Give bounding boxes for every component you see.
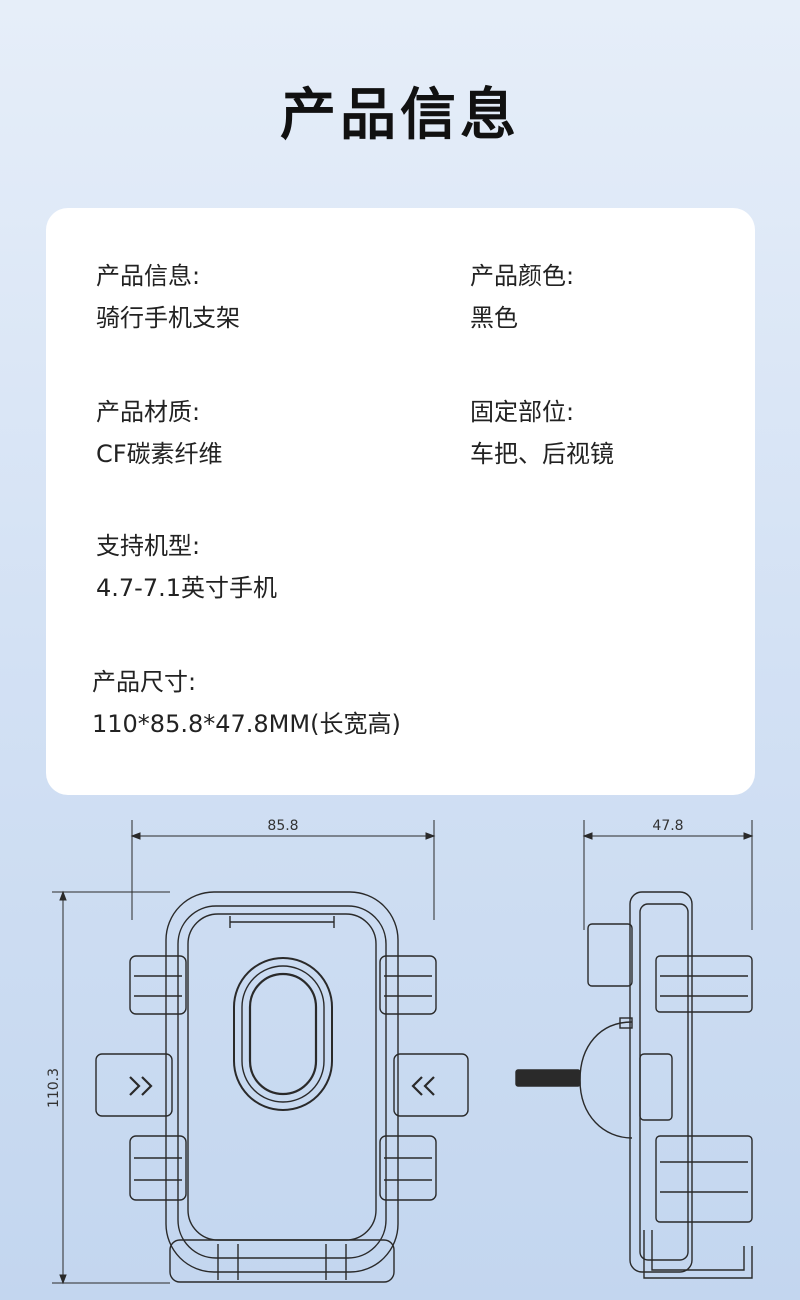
spec-phones-label: 支持机型: [96,532,201,560]
spec-phones: 支持机型: 4.7-7.1英寸手机 [96,530,277,604]
technical-drawings: 85.8 47.8 110.3 [0,800,800,1300]
front-height-dimension [52,890,170,1285]
spec-name: 产品信息: 骑行手机支架 [96,260,240,334]
spec-material-value: CF碳素纤维 [96,440,223,468]
front-width-dimension [130,820,436,920]
screw-icon [515,1069,581,1087]
front-height-label: 110.3 [46,1068,62,1108]
spec-material: 产品材质: CF碳素纤维 [96,396,223,470]
spec-size-value: 110*85.8*47.8MM(长宽高) [92,710,401,738]
page-title: 产品信息 [280,83,520,148]
spec-mount-label: 固定部位: [470,398,575,426]
spec-card: 产品信息: 骑行手机支架 产品颜色: 黑色 产品材质: CF碳素纤维 固定部位:… [46,208,755,795]
spec-color: 产品颜色: 黑色 [470,260,574,334]
chevron-right-icon [129,1076,153,1096]
spec-name-value: 骑行手机支架 [96,304,240,332]
drawing-canvas: 85.8 47.8 110.3 [46,818,754,1285]
spec-color-label: 产品颜色: [470,262,575,290]
spec-color-value: 黑色 [470,304,518,332]
spec-material-label: 产品材质: [96,398,201,426]
side-view [515,891,753,1279]
chevron-left-icon [411,1076,435,1096]
front-view [95,891,469,1283]
spec-size: 产品尺寸: 110*85.8*47.8MM(长宽高) [92,666,401,740]
spec-size-label: 产品尺寸: [92,668,197,696]
spec-mount: 固定部位: 车把、后视镜 [470,396,614,470]
spec-phones-value: 4.7-7.1英寸手机 [96,574,277,602]
spec-mount-value: 车把、后视镜 [470,440,614,468]
spec-name-label: 产品信息: [96,262,201,290]
front-width-label: 85.8 [267,818,298,834]
side-depth-label: 47.8 [652,818,683,834]
side-depth-dimension [582,820,754,930]
